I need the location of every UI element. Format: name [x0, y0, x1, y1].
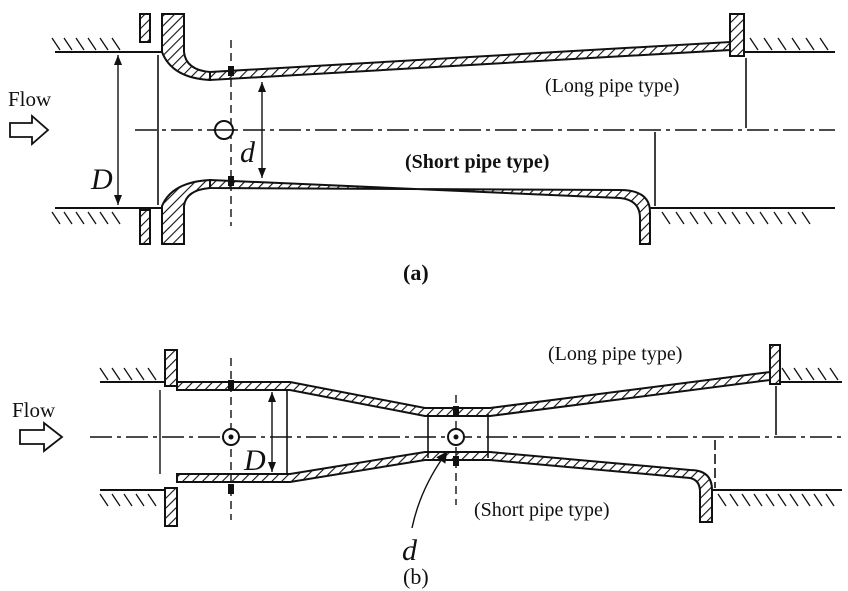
- lower-wall-a: [209, 178, 651, 245]
- upstream-pipe-a: [51, 37, 170, 225]
- upper-wall-b: [176, 370, 771, 417]
- short-pipe-label-b: (Short pipe type): [474, 499, 610, 521]
- outlet-flange-a: [729, 13, 745, 57]
- outlet-flange-b: [769, 344, 781, 385]
- flow-arrow-icon-b: [19, 421, 64, 453]
- inlet-flange-b: [164, 349, 178, 527]
- long-pipe-label-b: (Long pipe type): [548, 343, 682, 365]
- dimension-D-b: [268, 392, 276, 472]
- flow-arrow-icon-a: [9, 114, 50, 146]
- inlet-flange-a: [139, 13, 211, 245]
- caption-b: (b): [403, 564, 429, 589]
- figure-a: Flow D d (Long pipe type) (Short pipe ty…: [8, 13, 835, 285]
- dimension-d-a: [258, 82, 266, 178]
- lower-wall-b: [176, 451, 713, 523]
- tap-ring-symbol-a: [213, 120, 235, 140]
- dimension-D-a: [114, 55, 159, 205]
- flow-label-b: Flow: [12, 398, 56, 422]
- caption-a: (a): [403, 260, 429, 285]
- tap-ring-symbol-throat-b: [447, 428, 465, 446]
- figure-b: Flow D d (Long pipe type) (Short pipe ty…: [12, 343, 842, 589]
- upstream-pipe-b: [99, 367, 165, 507]
- long-pipe-label-a: (Long pipe type): [545, 75, 679, 97]
- diameter-d-label-a: d: [240, 136, 256, 169]
- downstream-pipe-a: [650, 37, 835, 225]
- throat-diameter-leader-b: [411, 451, 448, 529]
- short-pipe-label-a: (Short pipe type): [405, 151, 549, 173]
- downstream-pipe-b: [712, 367, 842, 507]
- diameter-D-label-b: D: [243, 444, 266, 477]
- flow-label-a: Flow: [8, 87, 52, 111]
- tap-ring-symbol-upstream-b: [222, 428, 240, 446]
- diameter-d-label-b: d: [402, 534, 418, 567]
- diameter-D-label-a: D: [90, 163, 113, 196]
